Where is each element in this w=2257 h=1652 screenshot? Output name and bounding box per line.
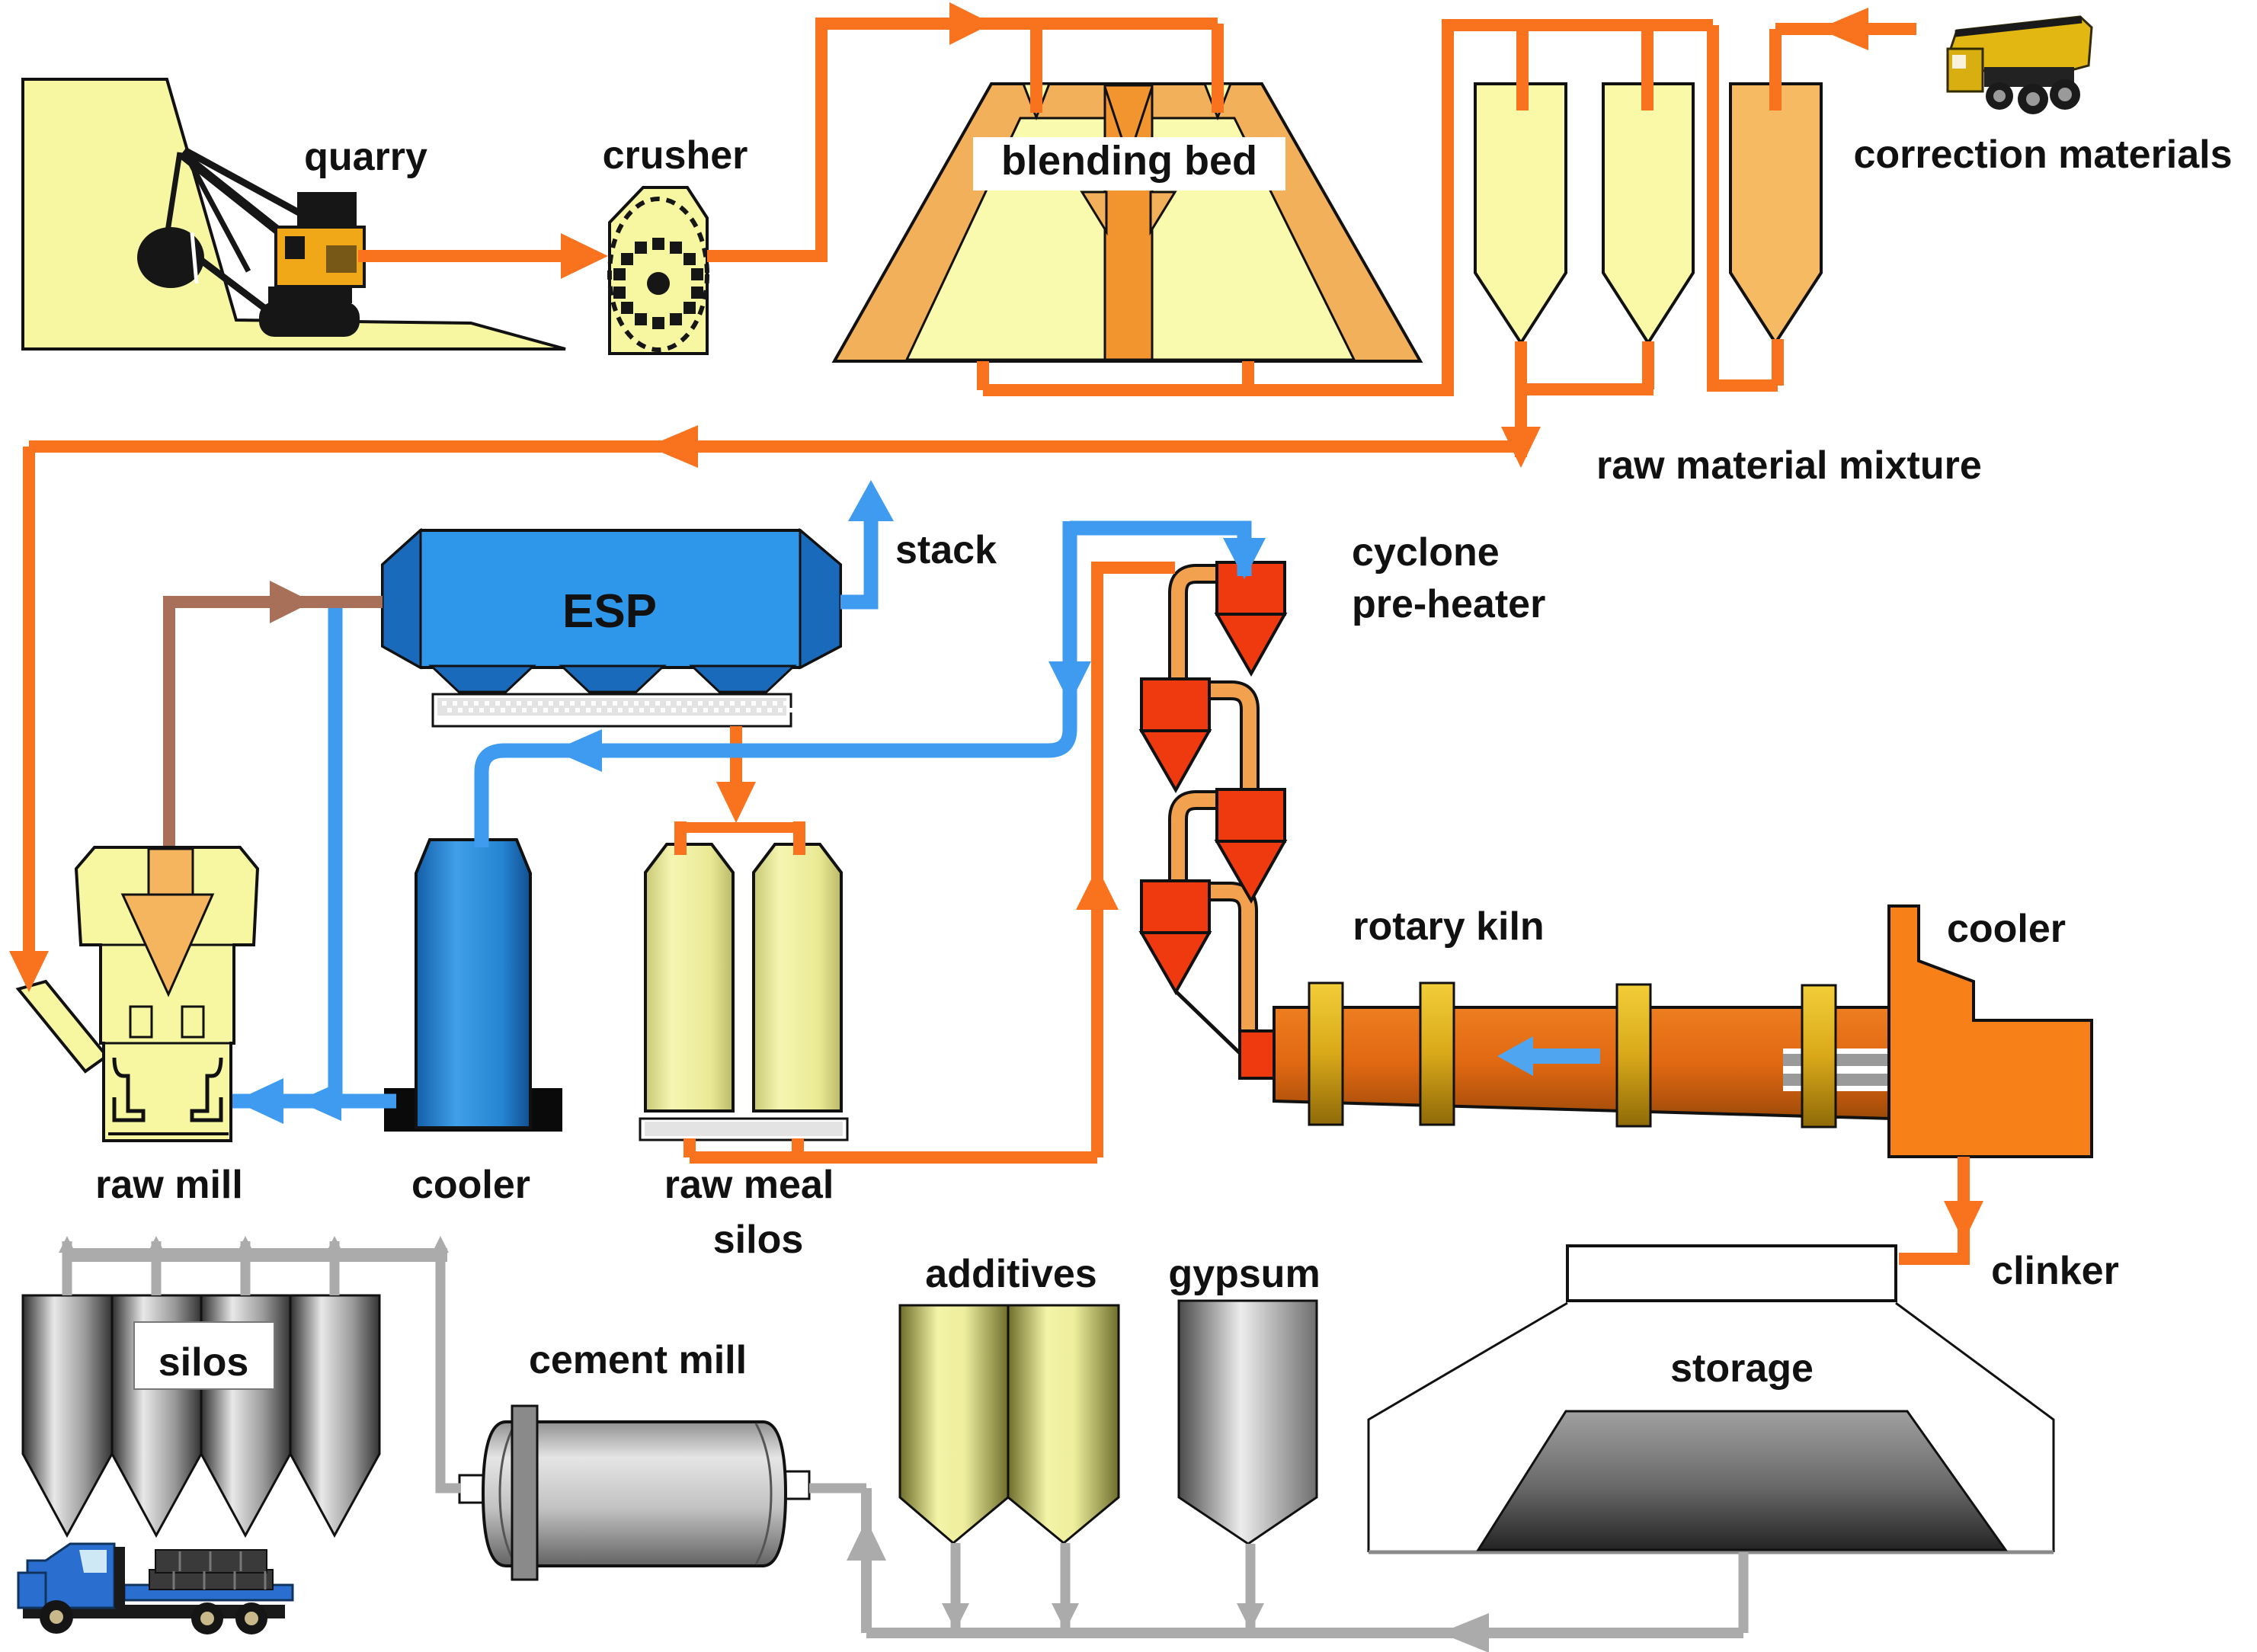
svg-text:clinker: clinker (1991, 1249, 2119, 1293)
svg-text:raw material mixture: raw material mixture (1596, 443, 1982, 488)
svg-text:storage: storage (1670, 1346, 1814, 1391)
svg-text:cooler: cooler (1947, 907, 2066, 951)
svg-text:quarry: quarry (304, 135, 427, 179)
svg-text:additives: additives (925, 1252, 1096, 1296)
svg-text:pre-heater: pre-heater (1352, 582, 1545, 626)
svg-text:rotary kiln: rotary kiln (1353, 904, 1544, 949)
svg-text:ESP: ESP (562, 585, 657, 638)
svg-text:gypsum: gypsum (1168, 1252, 1320, 1296)
svg-text:raw mill: raw mill (95, 1163, 243, 1207)
svg-text:raw meal: raw meal (664, 1163, 834, 1207)
svg-text:silos: silos (158, 1340, 249, 1385)
svg-text:silos: silos (713, 1218, 804, 1262)
svg-text:cooler: cooler (411, 1163, 530, 1207)
svg-text:cyclone: cyclone (1352, 530, 1500, 575)
svg-text:cement mill: cement mill (529, 1338, 747, 1382)
svg-text:correction materials: correction materials (1853, 133, 2232, 177)
svg-text:crusher: crusher (603, 133, 748, 178)
svg-text:stack: stack (895, 528, 997, 572)
svg-text:blending bed: blending bed (1001, 138, 1257, 184)
